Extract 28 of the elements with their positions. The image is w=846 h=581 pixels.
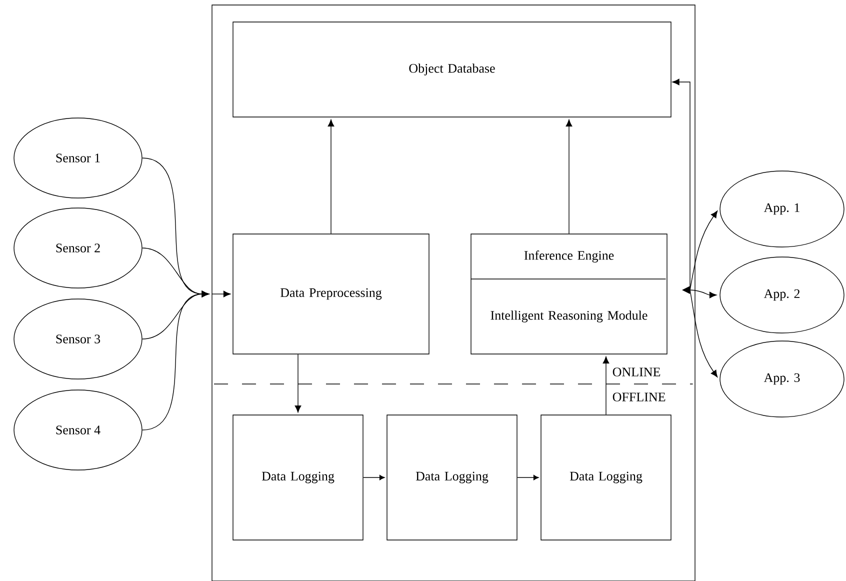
region-label: OFFLINE	[611, 392, 667, 402]
arrow	[690, 210, 718, 290]
process-box: Data Logging	[386, 414, 518, 540]
ellipse-node: App. 1	[720, 170, 844, 248]
arrow	[363, 474, 385, 480]
region-label: ONLINE	[611, 366, 662, 378]
arrow	[690, 290, 718, 378]
arrow	[294, 354, 302, 413]
process-box: Data Logging	[232, 414, 364, 540]
process-box: Inference Engine Intelligent Reasoning Module	[470, 234, 668, 354]
arrow	[517, 474, 539, 480]
arrow	[566, 119, 572, 234]
process-box: Data Logging	[540, 414, 672, 540]
ellipse-node: App. 3	[720, 340, 844, 418]
arrow	[328, 119, 334, 234]
arrow	[672, 78, 690, 294]
arrow	[212, 290, 231, 298]
ellipse-node: App. 2	[720, 256, 844, 334]
ellipse-node: Sensor 2	[14, 208, 142, 288]
arrow	[690, 290, 717, 298]
process-box: Object Database	[232, 22, 672, 118]
ellipse-node: Sensor 3	[14, 298, 142, 380]
process-box: Data Preprocessing	[232, 234, 430, 354]
ellipse-node: Sensor 4	[14, 390, 142, 470]
arrow	[142, 290, 209, 430]
ellipse-node: Sensor 1	[14, 118, 142, 198]
arrow	[602, 356, 610, 415]
system-frame	[212, 4, 696, 581]
